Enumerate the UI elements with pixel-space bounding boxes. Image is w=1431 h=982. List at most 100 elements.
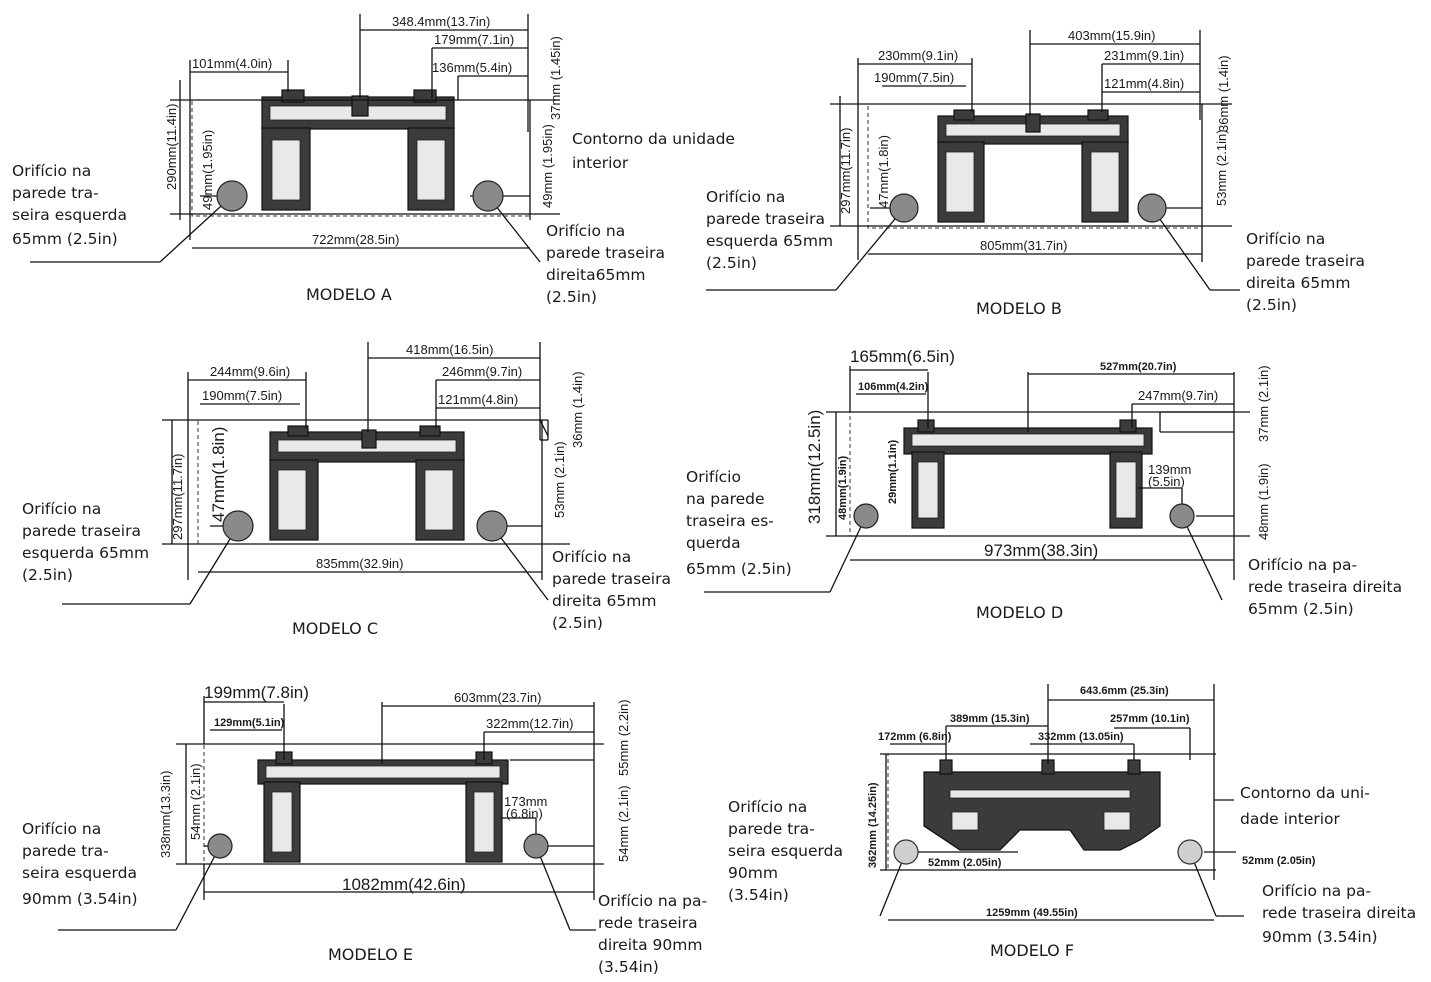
model-f-mounting-plate <box>923 759 1161 851</box>
model-c: 418mm(16.5in) 244mm(9.6in) 246mm(9.7in) … <box>22 342 676 638</box>
model-f-right-hole <box>1177 839 1203 865</box>
model-a-width: 722mm(28.5in) <box>312 232 399 247</box>
model-e-left-hole-label: Orifício na parede tra- seira esquerda 9… <box>22 820 142 908</box>
model-e-right-hole <box>523 833 549 859</box>
model-f-d4: 172mm (6.8in) <box>878 731 952 743</box>
model-a: 348.4mm(13.7in) 179mm(7.1in) 101mm(4.0in… <box>12 14 740 306</box>
model-b-d3: 231mm(9.1in) <box>1104 48 1184 63</box>
model-b-d2: 230mm(9.1in) <box>878 48 958 63</box>
model-e-d1: 199mm(7.8in) <box>204 683 309 702</box>
model-b-mounting-plate <box>937 109 1129 223</box>
model-f-d8: 52mm (2.05in) <box>1242 855 1316 867</box>
model-a-left-hole-label: Orifício na parede tra- seira esquerda 6… <box>12 162 132 248</box>
model-a-d6: 290mm(11.4in) <box>164 104 179 190</box>
model-c-width: 835mm(32.9in) <box>316 556 403 571</box>
model-a-contour-label: Contorno da unidade interior <box>572 130 740 172</box>
model-c-d3: 246mm(9.7in) <box>442 364 522 379</box>
model-f-right-hole-label: Orifício na pa- rede traseira direita 90… <box>1262 882 1421 946</box>
model-d-d11: 48mm (1.9in) <box>1256 463 1271 540</box>
model-e-d10: 54mm (2.1in) <box>616 785 631 862</box>
model-a-title: MODELO A <box>306 285 392 304</box>
model-b: 403mm(15.9in) 230mm(9.1in) 231mm(9.1in) … <box>706 28 1370 318</box>
model-f-title: MODELO F <box>990 941 1074 960</box>
model-a-d8: 49mm (1.95in) <box>540 124 555 208</box>
model-e-title: MODELO E <box>328 945 413 964</box>
model-a-d1: 348.4mm(13.7in) <box>392 14 490 29</box>
model-f: 643.6mm (25.3in) 389mm (15.3in) 257mm (1… <box>728 684 1421 960</box>
model-d-left-hole-label: Orifício na parede traseira es- querda 6… <box>686 468 792 578</box>
model-a-d3: 101mm(4.0in) <box>192 56 272 71</box>
model-d-d8: 29mm(1.1in) <box>887 439 899 504</box>
model-c-d2: 244mm(9.6in) <box>210 364 290 379</box>
model-a-d5: 37mm (1.45in) <box>548 36 563 120</box>
model-c-d7: 297mm(11.7in) <box>170 454 185 540</box>
model-b-d9: 53mm (2.1in) <box>1214 129 1229 206</box>
model-f-d7: 52mm (2.05in) <box>928 857 1002 869</box>
model-e-mounting-plate <box>257 751 509 863</box>
model-d-d5: 37mm (2.1in) <box>1256 365 1271 442</box>
model-d: 165mm(6.5in) 106mm(4.2in) 527mm(20.7in) … <box>686 347 1407 622</box>
model-e-d3: 603mm(23.7in) <box>454 690 541 705</box>
model-b-right-hole-label: Orifício na parede traseira direita 65mm… <box>1246 230 1370 314</box>
model-d-d4: 247mm(9.7in) <box>1138 388 1218 403</box>
model-c-left-hole-label: Orifício na parede traseira esquerda 65m… <box>22 500 154 584</box>
model-c-d8: 47mm(1.8in) <box>209 427 228 522</box>
model-e-right-hole-label: Orifício na pa- rede traseira direita 90… <box>598 892 712 976</box>
model-b-left-hole <box>889 193 919 223</box>
model-c-d1: 418mm(16.5in) <box>406 342 493 357</box>
model-c-right-hole <box>476 510 508 542</box>
model-d-right-hole <box>1169 503 1195 529</box>
model-b-d1: 403mm(15.9in) <box>1068 28 1155 43</box>
model-a-right-hole-label: Orifício na parede traseira direita65mm … <box>546 222 670 306</box>
model-a-mounting-plate <box>261 89 455 211</box>
model-d-d3: 527mm(20.7in) <box>1100 361 1177 373</box>
model-d-d2: 106mm(4.2in) <box>858 381 929 393</box>
model-c-mounting-plate <box>269 425 465 541</box>
model-b-d5: 121mm(4.8in) <box>1104 76 1184 91</box>
model-c-d9: 53mm (2.1in) <box>552 441 567 518</box>
model-f-width: 1259mm (49.55in) <box>986 907 1078 919</box>
model-c-left-hole <box>222 510 254 542</box>
model-d-d1: 165mm(6.5in) <box>850 347 955 366</box>
model-c-d6: 36mm (1.4in) <box>570 371 585 448</box>
model-b-d7: 297mm(11.7in) <box>838 128 853 214</box>
model-b-width: 805mm(31.7in) <box>980 238 1067 253</box>
model-e-d8: 173mm <box>504 794 547 809</box>
model-a-right-hole <box>472 180 504 212</box>
model-d-d7: 48mm(1.9in) <box>837 455 849 520</box>
model-e-d6: 338mm(13.3in) <box>158 771 173 858</box>
model-e-d4: 322mm(12.7in) <box>486 716 573 731</box>
model-b-d8: 47mm(1.8in) <box>876 135 891 208</box>
model-e-d9: (6.8in) <box>506 806 543 821</box>
model-d-title: MODELO D <box>976 603 1063 622</box>
model-d-mounting-plate <box>903 419 1153 529</box>
model-f-d5: 332mm (13.05in) <box>1038 731 1124 743</box>
model-e-left-hole <box>207 833 233 859</box>
model-e-width: 1082mm(42.6in) <box>342 875 466 894</box>
model-a-d2: 179mm(7.1in) <box>434 32 514 47</box>
model-d-d6: 318mm(12.5in) <box>805 410 824 524</box>
model-f-d2: 389mm (15.3in) <box>950 713 1030 725</box>
model-e: 199mm(7.8in) 129mm(5.1in) 603mm(23.7in) … <box>22 683 712 976</box>
model-c-right-hole-label: Orifício na parede traseira direita 65mm… <box>552 548 676 632</box>
model-f-left-hole-label: Orifício na parede tra- seira esquerda 9… <box>728 798 848 904</box>
model-b-d4: 190mm(7.5in) <box>874 70 954 85</box>
model-e-d2: 129mm(5.1in) <box>214 717 285 729</box>
model-f-d1: 643.6mm (25.3in) <box>1080 685 1169 697</box>
model-b-title: MODELO B <box>976 299 1062 318</box>
model-b-d6: 36mm (1.4in) <box>1216 55 1231 132</box>
model-f-d3: 257mm (10.1in) <box>1110 713 1190 725</box>
model-a-d7: 49mm(1.95in) <box>200 130 215 210</box>
model-d-right-hole-label: Orifício na pa- rede traseira direita 65… <box>1248 556 1407 618</box>
model-d-left-hole <box>853 503 879 529</box>
model-b-right-hole <box>1137 193 1167 223</box>
model-c-title: MODELO C <box>292 619 378 638</box>
model-a-d4: 136mm(5.4in) <box>432 60 512 75</box>
model-d-width: 973mm(38.3in) <box>984 541 1098 560</box>
model-b-left-hole-label: Orifício na parede traseira esquerda 65m… <box>706 188 838 272</box>
model-f-left-hole <box>893 839 919 865</box>
model-e-d7: 54mm (2.1in) <box>188 763 203 840</box>
model-d-d9: 139mm <box>1148 462 1191 477</box>
model-f-d6: 362mm (14.25in) <box>867 782 879 868</box>
